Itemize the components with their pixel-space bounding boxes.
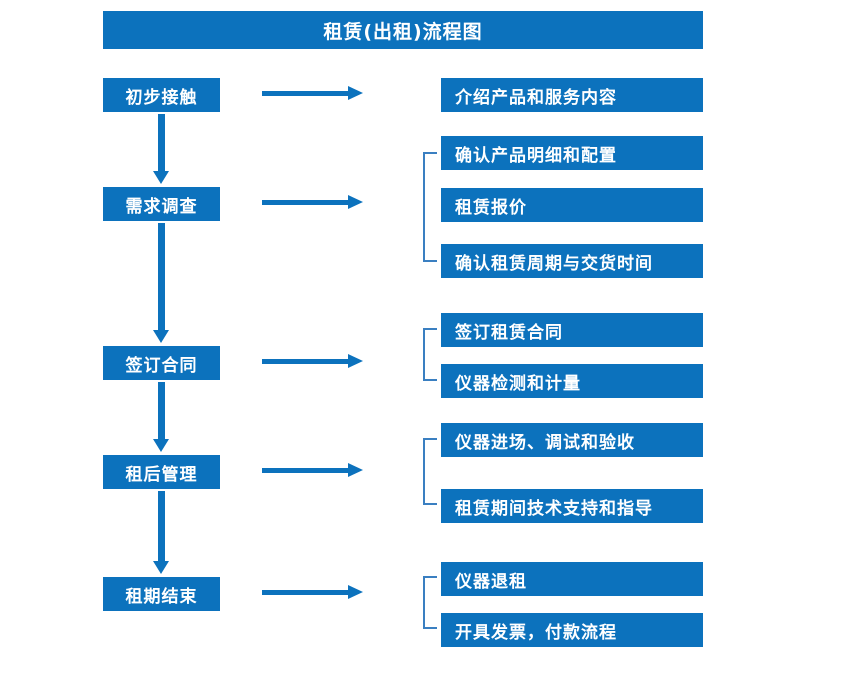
arrow-head-down-icon (153, 330, 169, 343)
bracket-group-post-rental (423, 438, 437, 505)
arrow-head-right-icon (348, 585, 363, 599)
arrow-head-right-icon (348, 86, 363, 100)
detail-box-confirm-period-delivery[interactable]: 确认租赁周期与交货时间 (441, 244, 703, 278)
arrow-shaft (158, 382, 165, 439)
arrow-head-right-icon (348, 195, 363, 209)
arrow-stage-2-to-details (262, 195, 363, 209)
arrow-stage-4-to-details (262, 463, 363, 477)
detail-box-introduce-products[interactable]: 介绍产品和服务内容 (441, 78, 703, 112)
stage-box-end-of-term[interactable]: 租期结束 (103, 577, 220, 611)
detail-box-instrument-inspection[interactable]: 仪器检测和计量 (441, 364, 703, 398)
arrow-stage-3-to-details (262, 354, 363, 368)
bracket-group-contract (423, 328, 437, 381)
arrow-shaft (158, 114, 165, 171)
stage-box-initial-contact[interactable]: 初步接触 (103, 78, 220, 112)
arrow-shaft (262, 359, 350, 364)
page-title: 租赁(出租)流程图 (103, 11, 703, 49)
arrow-stage-3-to-stage-4 (153, 382, 170, 452)
detail-box-instrument-return[interactable]: 仪器退租 (441, 562, 703, 596)
detail-box-invoice-payment[interactable]: 开具发票，付款流程 (441, 613, 703, 647)
arrow-stage-1-to-details (262, 86, 363, 100)
detail-box-sign-rental-contract[interactable]: 签订租赁合同 (441, 313, 703, 347)
arrow-head-down-icon (153, 561, 169, 574)
detail-box-technical-support[interactable]: 租赁期间技术支持和指导 (441, 489, 703, 523)
arrow-stage-4-to-stage-5 (153, 491, 170, 574)
detail-box-instrument-onsite-commissioning[interactable]: 仪器进场、调试和验收 (441, 423, 703, 457)
arrow-stage-1-to-stage-2 (153, 114, 170, 184)
arrow-stage-2-to-stage-3 (153, 223, 170, 343)
arrow-stage-5-to-details (262, 585, 363, 599)
arrow-shaft (262, 200, 350, 205)
arrow-head-down-icon (153, 439, 169, 452)
stage-box-post-rental-management[interactable]: 租后管理 (103, 455, 220, 489)
detail-box-confirm-product-spec[interactable]: 确认产品明细和配置 (441, 136, 703, 170)
bracket-group-requirements (423, 152, 437, 262)
arrow-head-down-icon (153, 171, 169, 184)
stage-box-sign-contract[interactable]: 签订合同 (103, 346, 220, 380)
arrow-head-right-icon (348, 463, 363, 477)
arrow-shaft (262, 590, 350, 595)
arrow-shaft (158, 491, 165, 561)
arrow-shaft (262, 91, 350, 96)
detail-box-rental-quotation[interactable]: 租赁报价 (441, 188, 703, 222)
arrow-shaft (158, 223, 165, 330)
arrow-shaft (262, 468, 350, 473)
bracket-group-end-of-term (423, 576, 437, 629)
stage-box-needs-survey[interactable]: 需求调查 (103, 187, 220, 221)
arrow-head-right-icon (348, 354, 363, 368)
